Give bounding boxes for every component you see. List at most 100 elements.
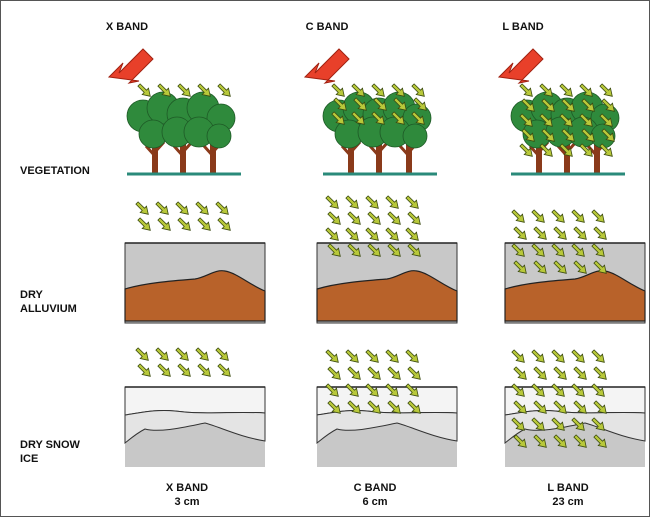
row-label-ice: ICE [20,453,39,465]
wave-arrow [593,400,607,414]
wave-arrow [411,111,425,125]
wave-arrow [513,400,527,414]
wave-arrow [591,349,605,363]
wave-arrow [217,363,231,377]
tree-branch [202,144,215,158]
tree-branch [586,144,599,158]
wave-arrow [353,97,367,111]
wave-arrow [137,83,151,97]
wave-arrow [391,111,405,125]
wave-arrow [195,201,209,215]
wave-arrow [539,113,553,127]
wave-arrow [533,434,547,448]
wave-arrow [175,347,189,361]
wave-arrow [325,349,339,363]
wave-arrow [559,143,573,157]
wave-arrow [365,349,379,363]
wave-arrow [393,97,407,111]
wave-arrow [347,211,361,225]
wave-arrow [331,83,345,97]
wave-arrow [553,366,567,380]
wave-arrow [137,217,151,231]
snow-middle-layer [316,410,458,445]
wave-arrow [533,400,547,414]
wave-arrow [559,83,573,97]
wave-arrow [591,209,605,223]
wave-arrow [345,195,359,209]
wave-arrow [571,209,585,223]
wave-arrow [327,211,341,225]
wave-arrow [571,243,585,257]
wave-arrow [581,98,595,112]
wave-arrow [511,209,525,223]
wave-arrow [601,128,615,142]
wave-arrow [573,226,587,240]
tree-canopy [206,123,232,149]
wave-arrow [559,113,573,127]
wave-arrow [405,383,419,397]
wave-arrow [553,400,567,414]
row-label-alluvium: ALLUVIUM [20,303,77,315]
wave-arrow [571,349,585,363]
wave-arrow [573,400,587,414]
wave-arrow [367,366,381,380]
wave-arrow [591,417,605,431]
wave-arrow [155,201,169,215]
bottom-label-x-wavelength: 3 cm [174,496,200,508]
top-label-l-band: L BAND [502,21,544,33]
snow-top-layer [124,386,266,416]
wave-arrow [347,366,361,380]
wave-arrow [513,260,527,274]
wave-arrow [551,417,565,431]
wave-arrow [135,201,149,215]
wave-arrow [367,400,381,414]
wave-arrow [531,417,545,431]
wave-arrow [327,400,341,414]
row-label-dry: DRY [20,289,43,301]
wave-arrow [573,260,587,274]
wave-arrow [385,195,399,209]
wave-arrow [345,227,359,241]
wave-arrow [571,417,585,431]
wave-arrow [407,400,421,414]
incident-arrow-x-band [107,48,154,84]
wave-arrow [345,349,359,363]
wave-arrow [157,83,171,97]
wave-arrow [177,83,191,97]
wave-arrow [511,349,525,363]
wave-arrow [531,209,545,223]
wave-arrow [345,383,359,397]
wave-arrow [593,366,607,380]
wave-arrow [519,113,533,127]
wave-arrow [599,143,613,157]
wave-arrow [513,434,527,448]
wave-arrow [519,143,533,157]
wave-arrow [197,363,211,377]
bottom-label-x-band: X BAND [165,482,209,494]
wave-arrow [521,98,535,112]
wave-arrow [579,143,593,157]
wave-arrow [573,366,587,380]
wave-arrow [591,243,605,257]
wave-arrow [533,260,547,274]
row-label-dry-snow: DRY SNOW [20,439,80,451]
wave-arrow [391,83,405,97]
row-label-vegetation: VEGETATION [20,165,90,177]
tree-branch [528,144,541,158]
wave-arrow [513,226,527,240]
wave-arrow [325,195,339,209]
wave-arrow [387,400,401,414]
wave-arrow [407,243,421,257]
alluvium-soil [316,270,458,322]
wave-arrow [217,217,231,231]
wave-arrow [157,217,171,231]
wave-arrow [553,226,567,240]
wave-arrow [405,227,419,241]
bottom-label-l-band: L BAND [547,482,589,494]
wave-arrow [351,83,365,97]
wave-arrow [215,347,229,361]
tree-branch [340,144,353,158]
wave-arrow [215,201,229,215]
wave-arrow [411,83,425,97]
